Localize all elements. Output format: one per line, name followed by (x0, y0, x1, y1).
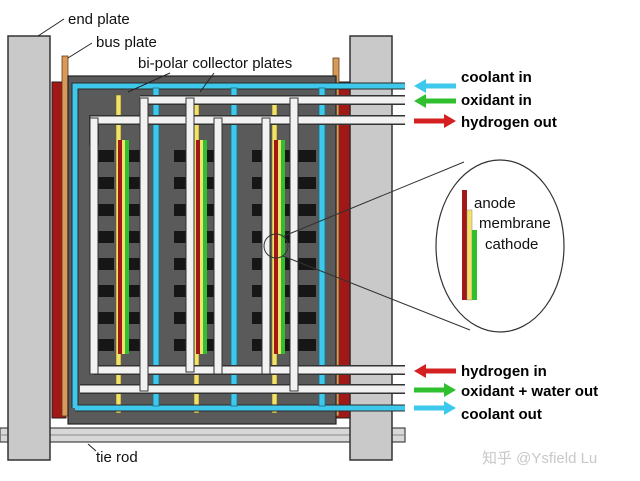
flow-channel (96, 177, 114, 189)
inset-anode-strip (462, 190, 467, 300)
inset-membrane-label: membrane (479, 215, 551, 232)
bipolar-plates-callout: bi-polar collector plates (127, 55, 292, 93)
inset-cathode-label: cathode (485, 236, 538, 253)
membrane-strip (278, 140, 281, 354)
tie-rod (0, 427, 406, 443)
anode-strip (196, 140, 200, 354)
flow-channel (300, 231, 316, 243)
membrane-strip (122, 140, 125, 354)
flow-channel (300, 339, 316, 351)
manifold-risers (89, 97, 299, 392)
coolant-in-arrow (414, 79, 456, 93)
oxidant-water-out-label: oxidant + water out (461, 383, 598, 400)
flow-channel (300, 150, 316, 162)
bus-plate-label: bus plate (96, 34, 157, 51)
hydrogen-out-arrow (414, 114, 456, 128)
flow-channel (96, 258, 114, 270)
membrane-electrode-assemblies (118, 140, 285, 354)
zoom-callout (263, 161, 471, 331)
flow-channel (96, 312, 114, 324)
coolant-out-manifold (72, 86, 405, 412)
bus-plate-left (51, 55, 69, 419)
flow-channel (96, 204, 114, 216)
oxidant-in-label: oxidant in (461, 92, 532, 109)
membrane-strip (200, 140, 203, 354)
flow-channel (300, 312, 316, 324)
cathode-strip (281, 140, 285, 354)
tie-rod-callout: tie rod (87, 443, 138, 466)
flow-channel (96, 339, 114, 351)
flow-channel (96, 231, 114, 243)
oxidant-in-arrow (414, 94, 456, 108)
end-plate-label: end plate (68, 11, 130, 28)
anode-strip (274, 140, 278, 354)
bus-plate-callout: bus plate (67, 34, 157, 59)
hydrogen-out-label: hydrogen out (461, 114, 557, 131)
end-plate-callout: end plate (37, 11, 130, 37)
inset-membrane-strip (466, 209, 473, 301)
hydrogen-in-arrow (414, 364, 456, 378)
end-plate-left (7, 35, 51, 461)
flow-channel (300, 285, 316, 297)
inset-anode-label: anode (474, 195, 516, 212)
coolant-in-label: coolant in (461, 69, 532, 86)
cathode-strip (125, 140, 129, 354)
inset-cathode-strip (472, 230, 477, 300)
flow-channel (96, 150, 114, 162)
flow-channel (96, 285, 114, 297)
coolant-out-arrow (414, 401, 456, 415)
coolant-plates (152, 87, 326, 407)
coolant-out-label: coolant out (461, 406, 542, 423)
flow-channel (300, 204, 316, 216)
flow-channel (300, 177, 316, 189)
hydrogen-in-label: hydrogen in (461, 363, 547, 380)
oxidant-water-out-arrow (414, 383, 456, 397)
cathode-strip (203, 140, 207, 354)
bipolar-plates-label: bi-polar collector plates (138, 55, 292, 72)
watermark: 知乎 @Ysfield Lu (482, 450, 597, 467)
tie-rod-label: tie rod (96, 449, 138, 466)
anode-strip (118, 140, 122, 354)
inset-magnifier: anode membrane cathode (435, 159, 565, 333)
